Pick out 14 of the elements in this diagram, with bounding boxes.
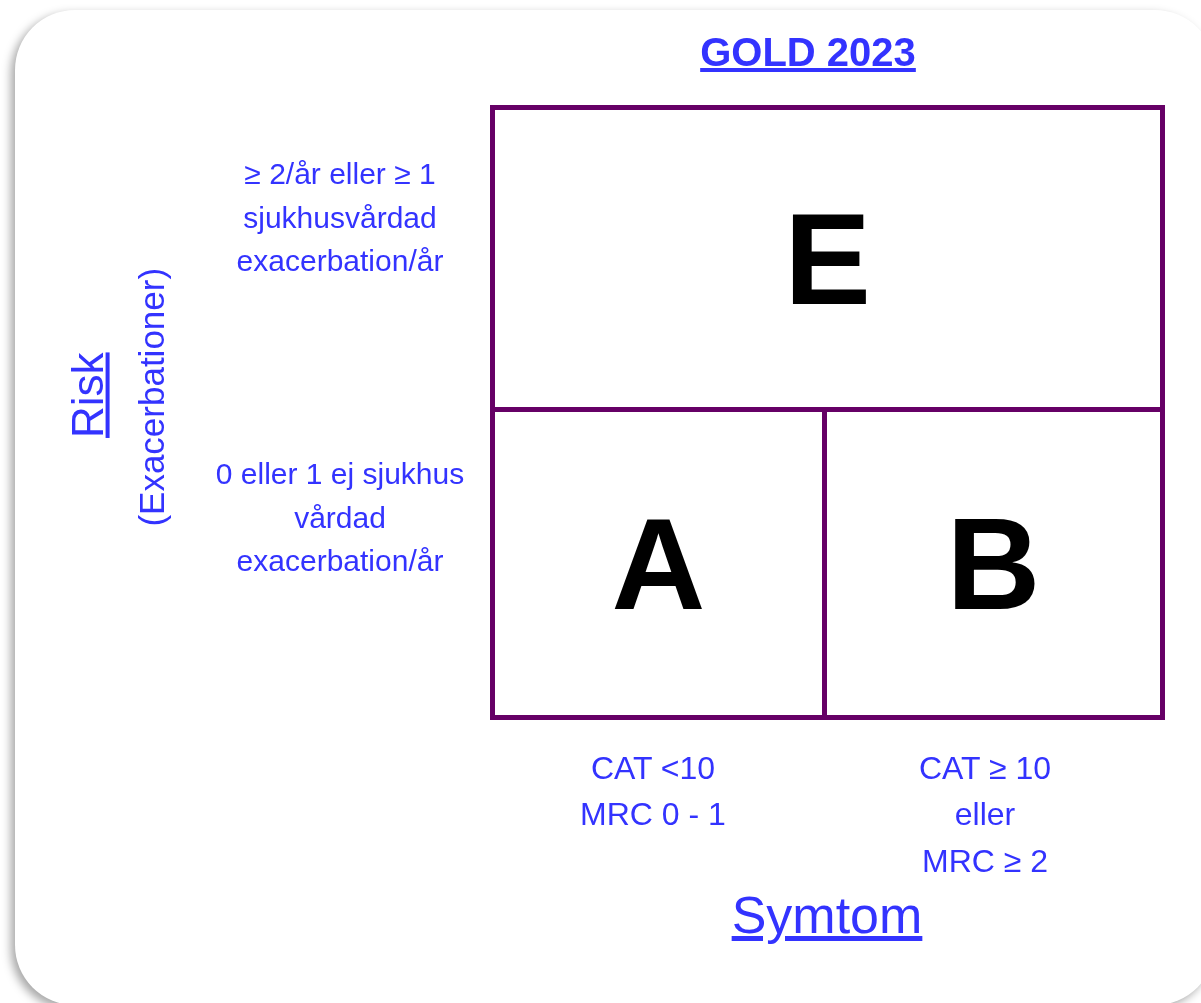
risk-criteria: 0 eller 1 ej sjukhus vårdad exacerbation/år: [214, 456, 466, 579]
axis-subtitle: (Exacerbationer): [132, 267, 172, 527]
group-letter: B: [946, 498, 1041, 629]
axis-title: Risk: [63, 352, 112, 438]
risk-criteria: ≥ 2/år eller ≥ 1 sjukhusvårdad exacerbation/år: [235, 156, 445, 279]
group-cell: [490, 105, 1165, 412]
symptom-criteria: CAT ≥ 10 eller MRC ≥ 2: [918, 749, 1052, 881]
group-letter: E: [784, 193, 871, 324]
group-cell: [827, 412, 1165, 720]
diagram-title: GOLD 2023: [699, 30, 917, 75]
group-letter: A: [611, 498, 706, 629]
axis-title: Symtom: [730, 885, 924, 946]
symptom-criteria: CAT <10 MRC 0 - 1: [579, 749, 727, 835]
group-cell: [490, 412, 827, 720]
